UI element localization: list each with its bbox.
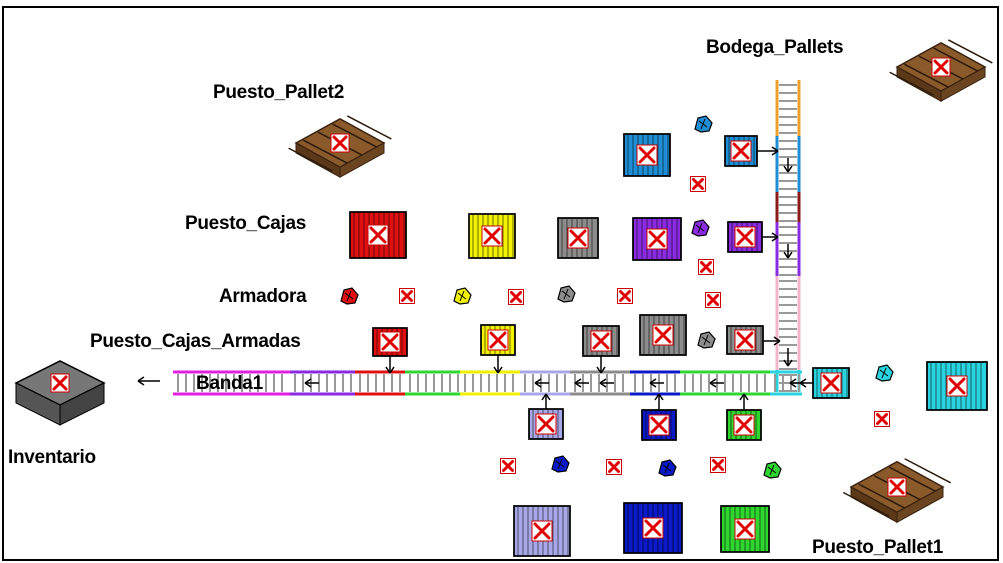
machine-icon <box>876 365 893 381</box>
label-puesto-cajas: Puesto_Cajas <box>185 213 306 235</box>
station-icon <box>350 212 406 258</box>
station-icon <box>481 325 515 355</box>
station-icon <box>728 222 762 252</box>
missing-image-icon <box>509 290 524 305</box>
missing-image-icon <box>501 459 516 474</box>
machine-icon <box>454 288 471 304</box>
missing-image-icon <box>488 330 508 350</box>
label-puesto-pallet1: Puesto_Pallet1 <box>812 537 943 559</box>
missing-image-icon <box>618 289 633 304</box>
missing-image-icon <box>536 414 556 434</box>
machine-icon <box>558 286 575 302</box>
arrow-icon <box>494 355 502 373</box>
missing-image-icon <box>653 325 673 345</box>
conveyor-icon <box>405 372 460 394</box>
machine-icon <box>659 460 676 476</box>
label-armadora: Armadora <box>219 286 306 308</box>
missing-image-icon <box>331 134 349 152</box>
arrow-icon <box>650 379 664 387</box>
missing-image-icon <box>691 177 706 192</box>
missing-image-icon <box>380 332 400 352</box>
missing-image-icon <box>568 228 588 248</box>
missing-image-icon <box>649 415 669 435</box>
missing-image-icon <box>734 415 754 435</box>
label-banda1: Banda1 <box>196 373 263 395</box>
station-icon <box>529 409 563 439</box>
station-icon <box>624 503 682 553</box>
machine-icon <box>692 220 709 236</box>
pallet-icon <box>289 116 392 177</box>
station-icon <box>373 328 407 356</box>
missing-image-icon <box>706 293 721 308</box>
arrow-icon <box>542 394 550 409</box>
arrow-icon <box>386 356 394 373</box>
missing-image-icon <box>400 289 415 304</box>
label-bodega-pallets: Bodega_Pallets <box>706 37 843 59</box>
station-icon <box>558 218 598 258</box>
machine-icon <box>552 456 569 472</box>
station-icon <box>469 214 515 258</box>
label-puesto-cajas-armadas: Puesto_Cajas_Armadas <box>90 331 301 353</box>
missing-image-icon <box>51 374 69 392</box>
missing-image-icon <box>888 478 906 496</box>
missing-image-icon <box>821 373 841 393</box>
missing-image-icon <box>735 330 755 350</box>
station-icon <box>640 315 686 355</box>
missing-image-icon <box>947 376 967 396</box>
missing-image-icon <box>711 458 726 473</box>
arrow-icon <box>597 356 605 373</box>
station-icon <box>624 134 670 176</box>
missing-image-icon <box>482 226 502 246</box>
arrow-icon <box>740 394 748 410</box>
station-icon <box>727 410 761 440</box>
conveyor-icon <box>355 372 405 394</box>
station-icon <box>721 506 769 552</box>
machine-icon <box>698 332 715 348</box>
missing-image-icon <box>699 260 714 275</box>
pallet-icon <box>890 40 993 101</box>
missing-image-icon <box>591 331 611 351</box>
arrow-icon <box>757 147 778 155</box>
inventory-icon <box>16 361 104 425</box>
conveyor-icon <box>777 80 799 136</box>
arrow-icon <box>655 394 663 410</box>
arrow-icon <box>800 379 813 387</box>
machine-icon <box>764 462 781 478</box>
missing-image-icon <box>607 460 622 475</box>
station-icon <box>927 362 987 410</box>
station-icon <box>583 326 619 356</box>
missing-image-icon <box>647 229 667 249</box>
station-icon <box>725 136 757 166</box>
label-puesto-pallet2: Puesto_Pallet2 <box>213 82 344 104</box>
conveyor-icon <box>777 192 799 222</box>
pallet-icon <box>843 459 950 523</box>
conveyor-icon <box>680 372 770 394</box>
station-icon <box>813 368 849 398</box>
missing-image-icon <box>637 145 657 165</box>
conveyor-icon <box>290 372 355 394</box>
missing-image-icon <box>731 141 751 161</box>
missing-image-icon <box>735 227 755 247</box>
missing-image-icon <box>932 58 950 76</box>
arrow-icon <box>138 377 160 385</box>
label-inventario: Inventario <box>8 447 96 469</box>
machine-icon <box>341 288 358 304</box>
missing-image-icon <box>643 518 663 538</box>
conveyor-icon <box>460 372 520 394</box>
arrow-icon <box>784 348 792 366</box>
missing-image-icon <box>735 519 755 539</box>
station-icon <box>633 218 681 260</box>
missing-image-icon <box>875 412 890 427</box>
station-icon <box>514 506 570 556</box>
machine-icon <box>695 116 712 132</box>
missing-image-icon <box>368 225 388 245</box>
missing-image-icon <box>532 521 552 541</box>
station-icon <box>727 326 763 354</box>
station-icon <box>642 410 676 440</box>
